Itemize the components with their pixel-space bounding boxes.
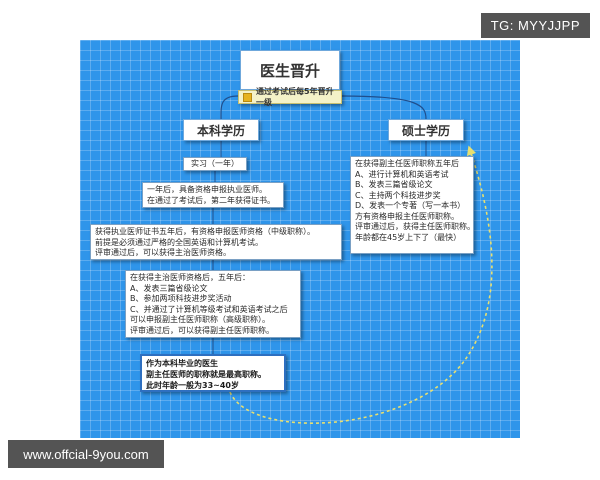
attending-line: C、并通过了计算机等级考试和英语考试之后 xyxy=(130,304,288,314)
internship-node: 实习（一年） xyxy=(183,157,247,171)
master-node: 在获得副主任医师职称五年后 A、进行计算机和英语考试 B、发表三篇省级论文 C、… xyxy=(350,156,475,254)
branch-master: 硕士学历 xyxy=(388,119,464,141)
note-icon xyxy=(243,92,252,102)
diagram-title: 医生晋升 xyxy=(240,50,340,90)
attending-line: 评审通过后，可以获得副主任医师职称。 xyxy=(130,325,274,335)
master-line: B、发表三篇省级论文 xyxy=(355,180,433,189)
master-line: A、进行计算机和英语考试 xyxy=(355,169,449,179)
connector-lines xyxy=(212,95,493,424)
year-one-line: 在通过了考试后，第二年获得证书。 xyxy=(147,195,275,205)
connector-to-bachelor xyxy=(220,95,239,120)
summary-line: 此时年龄一般为33~40岁 xyxy=(146,381,239,390)
watermark-bottom-left: www.offcial-9you.com xyxy=(8,440,164,468)
master-line: C、主持两个科技进步奖 xyxy=(355,190,441,200)
master-line: 评审通过后，获得主任医师职称。 xyxy=(355,222,475,231)
resident-line: 评审通过后，可以获得主治医师资格。 xyxy=(95,248,231,257)
year-one-node: 一年后，具备资格申报执业医师。 在通过了考试后，第二年获得证书。 xyxy=(142,182,284,208)
attending-line: 在获得主治医师资格后，五年后： xyxy=(130,273,250,282)
note-label: 通过考试后每5年晋升一级 xyxy=(238,87,342,107)
year-one-line: 一年后，具备资格申报执业医师。 xyxy=(147,185,267,194)
resident-line: 前提是必须通过严格的全国英语和计算机考试。 xyxy=(95,237,263,247)
resident-node: 获得执业医师证书五年后，有资格申报医师资格（中级职称）。 前提是必须通过严格的全… xyxy=(90,224,342,260)
connector-to-master xyxy=(341,95,427,120)
attending-line: A、发表三篇省级论文 xyxy=(130,283,208,293)
branch-bachelor: 本科学历 xyxy=(183,119,259,141)
note-text: 通过考试后每5年晋升一级 xyxy=(256,87,334,107)
attending-line: 可以申报副主任医师职称（高级职称）。 xyxy=(130,315,270,324)
master-line: 年龄都在45岁上下了（最快） xyxy=(355,232,462,242)
attending-node: 在获得主治医师资格后，五年后： A、发表三篇省级论文 B、参加两项科技进步奖活动… xyxy=(125,270,301,338)
summary-node: 作为本科毕业的医生 副主任医师的职称就是最高职称。 此时年龄一般为33~40岁 xyxy=(140,354,286,392)
master-line: 在获得副主任医师职称五年后 xyxy=(355,159,459,168)
summary-line: 副主任医师的职称就是最高职称。 xyxy=(146,370,266,379)
watermark-top-right: TG: MYYJJPP xyxy=(480,13,590,38)
master-line: 方有资格申报主任医师职称。 xyxy=(355,211,459,221)
summary-line: 作为本科毕业的医生 xyxy=(146,359,218,368)
master-line: D、发表一个专著（写一本书） xyxy=(355,201,466,210)
mindmap-canvas: 医生晋升 通过考试后每5年晋升一级 本科学历 硕士学历 实习（一年） 一年后，具… xyxy=(80,40,520,438)
resident-line: 获得执业医师证书五年后，有资格申报医师资格（中级职称）。 xyxy=(95,227,315,236)
attending-line: B、参加两项科技进步奖活动 xyxy=(130,294,232,303)
